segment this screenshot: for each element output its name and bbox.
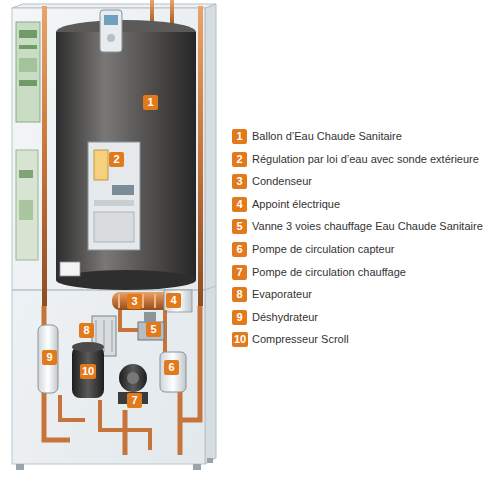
part-name: Evaporateur [252, 287, 312, 302]
part-name: Condenseur [252, 174, 312, 189]
list-number: 6 [232, 242, 247, 257]
list-number: 1 [232, 129, 247, 144]
part-name: Vanne 3 voies chauffage Eau Chaude Sanit… [252, 219, 483, 234]
part-name: Ballon d’Eau Chaude Sanitaire [252, 129, 402, 144]
list-number: 10 [232, 332, 248, 347]
list-number: 9 [232, 310, 247, 325]
callout-number: 1 [143, 95, 158, 110]
callout-number: 9 [42, 350, 57, 365]
callout-number: 6 [164, 360, 179, 375]
list-number: 7 [232, 265, 247, 280]
part-name: Pompe de circulation capteur [252, 242, 394, 257]
callout-number: 5 [146, 322, 161, 337]
part-name: Compresseur Scroll [252, 332, 349, 347]
callout-number: 3 [127, 294, 142, 309]
list-number: 5 [232, 219, 247, 234]
callout-number: 7 [127, 393, 142, 408]
callout-number: 2 [109, 152, 124, 167]
callout-number: 4 [166, 293, 181, 308]
list-number: 4 [232, 197, 247, 212]
part-name: Pompe de circulation chauffage [252, 265, 406, 280]
list-number: 2 [232, 152, 247, 167]
list-number: 3 [232, 174, 247, 189]
callout-number: 10 [80, 364, 96, 379]
part-name: Appoint électrique [252, 197, 340, 212]
list-number: 8 [232, 287, 247, 302]
part-name: Régulation par loi d’eau avec sonde exté… [252, 152, 479, 167]
callout-number: 8 [79, 323, 94, 338]
part-name: Déshydrateur [252, 310, 318, 325]
